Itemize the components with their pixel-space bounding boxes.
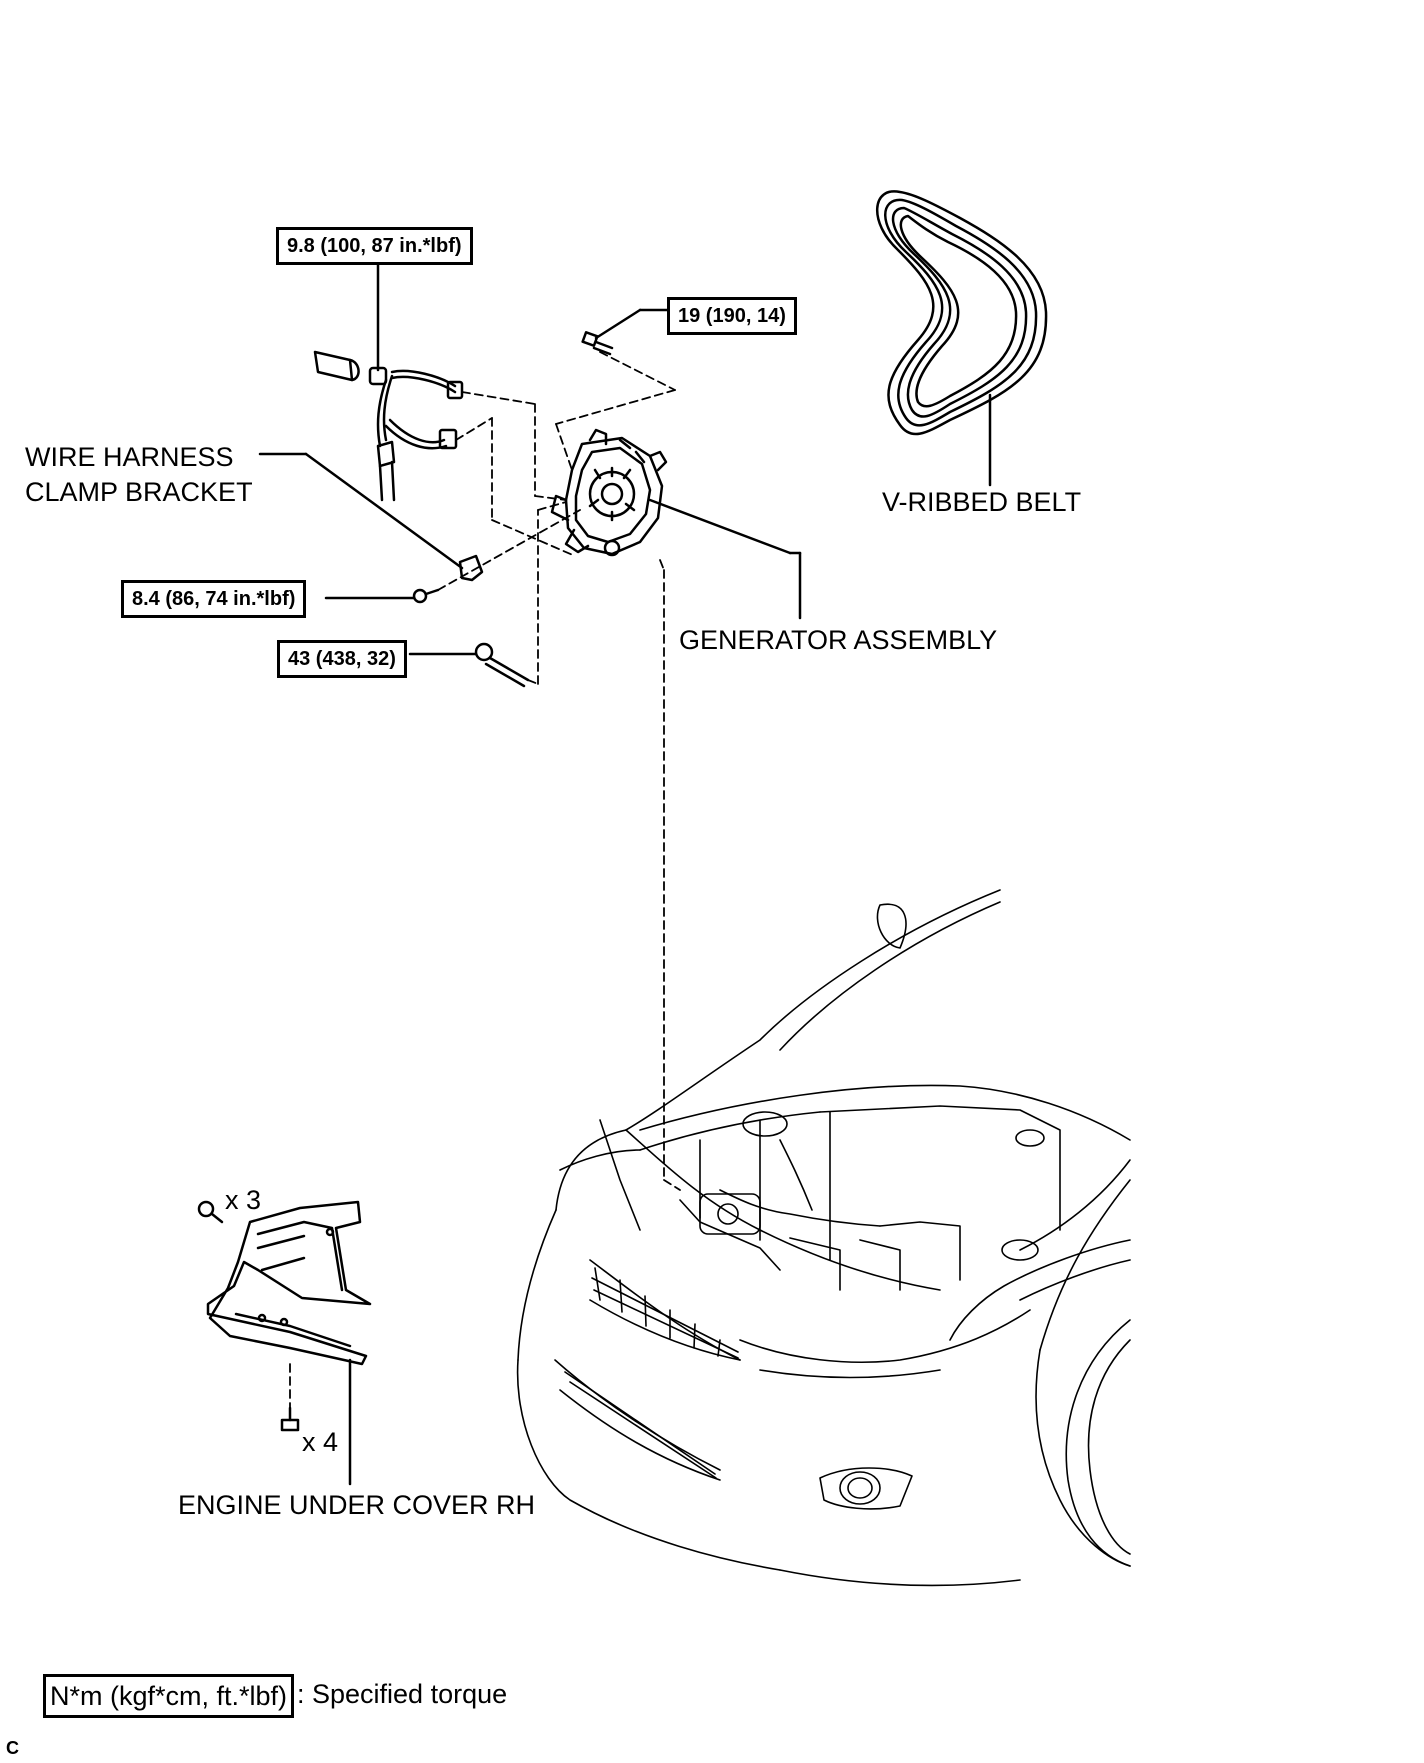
- torque-spec-clamp-bracket-bolt: 8.4 (86, 74 in.*lbf): [121, 580, 307, 618]
- legend-unit-box: N*m (kgf*cm, ft.*lbf): [43, 1674, 295, 1718]
- v-ribbed-belt: [875, 190, 1048, 487]
- wire-harness-clamp-bracket: [258, 452, 484, 582]
- torque-spec-upper-bolt: 19 (190, 14): [667, 297, 797, 335]
- clamp-bracket-bolt: [324, 588, 440, 604]
- wire-harness: [313, 256, 464, 502]
- torque-spec-wire-harness-nut: 9.8 (100, 87 in.*lbf): [276, 227, 473, 265]
- vehicle-front-view: [516, 889, 1131, 1587]
- torque-spec-lower-bolt: 43 (438, 32): [277, 640, 407, 678]
- label-generator-assembly: GENERATOR ASSEMBLY: [679, 625, 998, 655]
- upper-bolt: [581, 308, 672, 356]
- label-wire-harness-clamp-bracket-line2: CLAMP BRACKET: [25, 477, 253, 507]
- generator-assembly: [550, 428, 802, 620]
- lower-bolt: [408, 642, 530, 688]
- footer-code: C: [6, 1738, 19, 1758]
- label-wire-harness-clamp-bracket-line1: WIRE HARNESS: [25, 442, 234, 472]
- label-quantity-lower: x 4: [302, 1427, 339, 1457]
- engine-under-cover-rh: [197, 1200, 372, 1486]
- assembly-guide-lines: [289, 351, 681, 1409]
- label-v-ribbed-belt: V-RIBBED BELT: [882, 487, 1082, 517]
- label-engine-under-cover-rh: ENGINE UNDER COVER RH: [178, 1490, 536, 1520]
- legend-description: : Specified torque: [297, 1679, 508, 1709]
- label-quantity-upper: x 3: [225, 1185, 262, 1215]
